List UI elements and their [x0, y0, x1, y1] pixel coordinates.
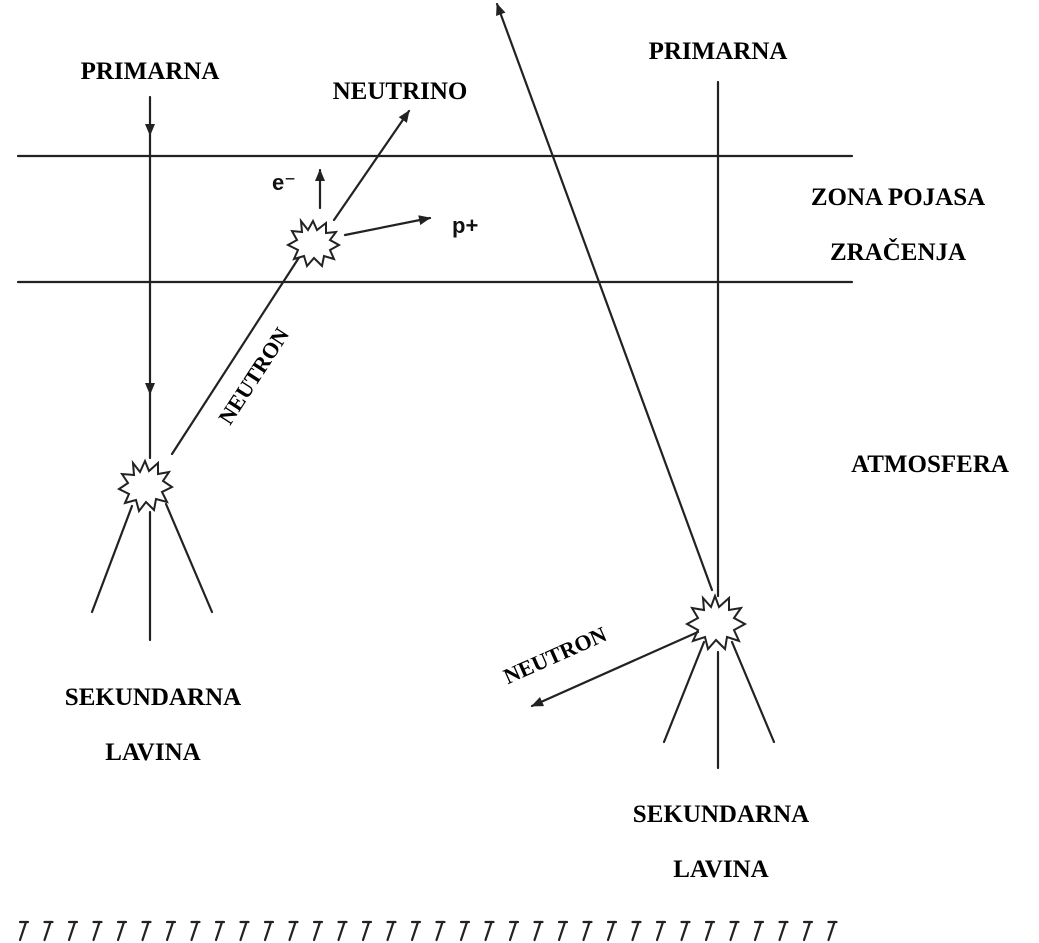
cascade-left-line-1: [90, 504, 134, 614]
secondary-left-label-line2: LAVINA: [105, 739, 200, 766]
cascade-right-line-1: [662, 640, 706, 744]
ground-hatch-mark: [802, 920, 812, 942]
ground-hatch-mark: [410, 920, 420, 942]
ground-hatch-mark: [459, 920, 469, 942]
secondary-right-label-line2: LAVINA: [673, 856, 768, 883]
escaping-track: [495, 2, 714, 592]
neutrino-arrow: [332, 109, 411, 222]
ground-hatch-mark: [484, 920, 493, 942]
proton-arrow: [343, 215, 432, 237]
neutron-left-track: [170, 254, 302, 456]
ground-hatch-mark: [312, 920, 322, 942]
ground-hatch-mark: [680, 920, 689, 942]
ground-hatch-mark: [141, 920, 150, 942]
ground-hatch-mark: [361, 920, 371, 942]
primary-right-label: PRIMARNA: [649, 38, 788, 65]
ground-hatch-mark: [582, 920, 591, 942]
neutrino-label: NEUTRINO: [333, 78, 468, 105]
ground-hatch-mark: [288, 920, 297, 942]
ground-hatch-mark: [533, 920, 542, 942]
neutron-left-label: NEUTRON: [213, 323, 294, 429]
ground-hatch-mark: [239, 920, 248, 942]
ground-hatch-mark: [753, 920, 763, 942]
ground-hatch-mark: [631, 920, 640, 942]
ground-hatch-mark: [43, 920, 52, 942]
proton-label: p+: [452, 213, 478, 238]
ground-hatch-mark: [190, 920, 199, 942]
electron-label: e⁻: [272, 170, 296, 195]
ground-hatch-mark: [18, 920, 28, 942]
primary-left-label: PRIMARNA: [81, 58, 220, 85]
ground-hatch-mark: [508, 920, 518, 942]
ground-hatch-mark: [557, 920, 567, 942]
ground-hatch-mark: [263, 920, 273, 942]
ground-hatch-mark: [704, 920, 714, 942]
ground-hatch-mark: [435, 920, 444, 942]
ground-hatch-mark: [337, 920, 346, 942]
ground-hatch-mark: [67, 920, 77, 942]
ground-hatch-mark: [165, 920, 175, 942]
ground-hatch-mark: [116, 920, 126, 942]
secondary-left-label-line1: SEKUNDARNA: [65, 684, 241, 711]
neutron-right-arrow: [530, 630, 700, 708]
ground-hatch-mark: [827, 920, 836, 942]
burst-icon: [117, 458, 174, 514]
ground-hatch-mark: [729, 920, 738, 942]
ground-hatch-mark: [386, 920, 395, 942]
burst-icon: [285, 217, 342, 269]
atmosphere-label: ATMOSFERA: [851, 451, 1009, 478]
ground-hatch-mark: [655, 920, 665, 942]
ground-hatch-mark: [606, 920, 616, 942]
ground-hatch-mark: [778, 920, 787, 942]
ground-hatch-mark: [214, 920, 224, 942]
radiation-zone-label-line1: ZONA POJASA: [811, 184, 985, 211]
secondary-right-label-line1: SEKUNDARNA: [633, 801, 809, 828]
cascade-right-line-3: [730, 640, 776, 744]
burst-icon: [684, 593, 748, 652]
ground-hatch-icon: [18, 920, 838, 942]
ground-hatch-mark: [92, 920, 101, 942]
radiation-zone-label-line2: ZRAČENJA: [830, 237, 966, 266]
cascade-left-line-3: [164, 502, 214, 614]
